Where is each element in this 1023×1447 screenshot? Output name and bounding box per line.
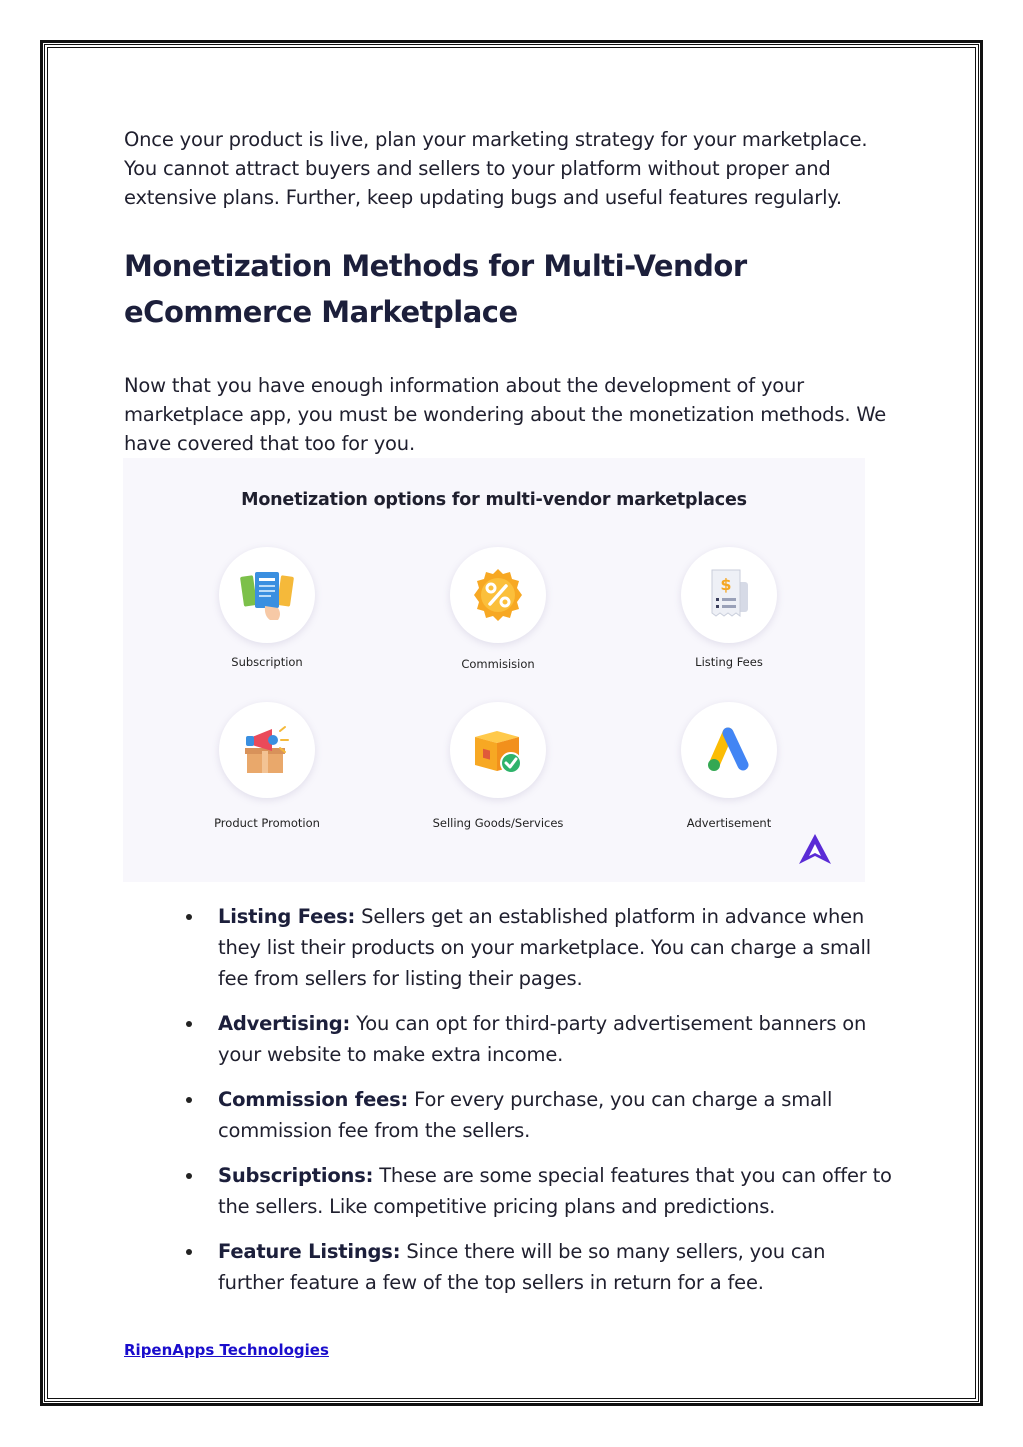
list-item-term: Listing Fees: — [218, 905, 356, 928]
option-product-promotion: Product Promotion — [167, 702, 367, 830]
box-check-icon — [450, 702, 546, 798]
option-selling-goods: Selling Goods/Services — [398, 702, 598, 830]
page-border-inner — [47, 47, 976, 1399]
intro-paragraph: Once your product is live, plan your mar… — [124, 128, 868, 209]
list-item: Feature Listings: Since there will be so… — [186, 1236, 896, 1298]
list-item-term: Subscriptions: — [218, 1164, 374, 1187]
page-border-outer — [40, 40, 983, 1406]
section-paragraph: Now that you have enough information abo… — [124, 374, 887, 455]
option-label: Selling Goods/Services — [432, 816, 564, 830]
list-item-text: These are some special features that you… — [218, 1164, 892, 1218]
page-border-mid — [44, 44, 979, 1402]
list-item: Subscriptions: These are some special fe… — [186, 1160, 896, 1222]
subscription-cards-icon — [219, 547, 315, 643]
megaphone-box-icon — [219, 702, 315, 798]
monetization-infographic: Monetization options for multi-vendor ma… — [123, 458, 865, 882]
option-subscription: Subscription — [167, 547, 367, 669]
google-ads-icon — [681, 702, 777, 798]
list-item-term: Advertising: — [218, 1012, 351, 1035]
option-advertisement: Advertisement — [629, 702, 829, 830]
list-item: Listing Fees: Sellers get an established… — [186, 901, 896, 994]
receipt-dollar-icon: $ — [681, 547, 777, 643]
list-item-text: Sellers get an established platform in a… — [218, 905, 871, 990]
option-label: Listing Fees — [695, 655, 763, 669]
option-label: Advertisement — [686, 816, 772, 830]
list-item-text: Since there will be so many sellers, you… — [218, 1240, 826, 1294]
percent-badge-icon — [450, 547, 546, 643]
list-item-term: Feature Listings: — [218, 1240, 401, 1263]
option-commission: Commisision — [398, 547, 598, 671]
bullet-icon — [186, 1249, 192, 1255]
bullet-icon — [186, 1173, 192, 1179]
infographic-title: Monetization options for multi-vendor ma… — [241, 490, 747, 510]
bullet-icon — [186, 914, 192, 920]
option-label: Product Promotion — [214, 816, 320, 830]
section-heading: Monetization Methods for Multi-Vendor eC… — [124, 249, 747, 329]
list-item: Commission fees: For every purchase, you… — [186, 1084, 896, 1146]
bullet-icon — [186, 1097, 192, 1103]
option-label: Commisision — [461, 657, 535, 671]
bullet-icon — [186, 1021, 192, 1027]
footer-company-link[interactable]: RipenApps Technologies — [124, 1341, 329, 1359]
list-item-term: Commission fees: — [218, 1088, 409, 1111]
option-listing-fees: $ Listing Fees — [629, 547, 829, 669]
ripenapps-logo-icon — [799, 834, 831, 864]
svg-text:$: $ — [720, 575, 731, 594]
list-item: Advertising: You can opt for third-party… — [186, 1008, 896, 1070]
list-item-text: You can opt for third-party advertisemen… — [218, 1012, 867, 1066]
monetization-list: Listing Fees: Sellers get an established… — [186, 901, 896, 1312]
list-item-text: For every purchase, you can charge a sma… — [218, 1088, 833, 1142]
option-label: Subscription — [231, 655, 303, 669]
